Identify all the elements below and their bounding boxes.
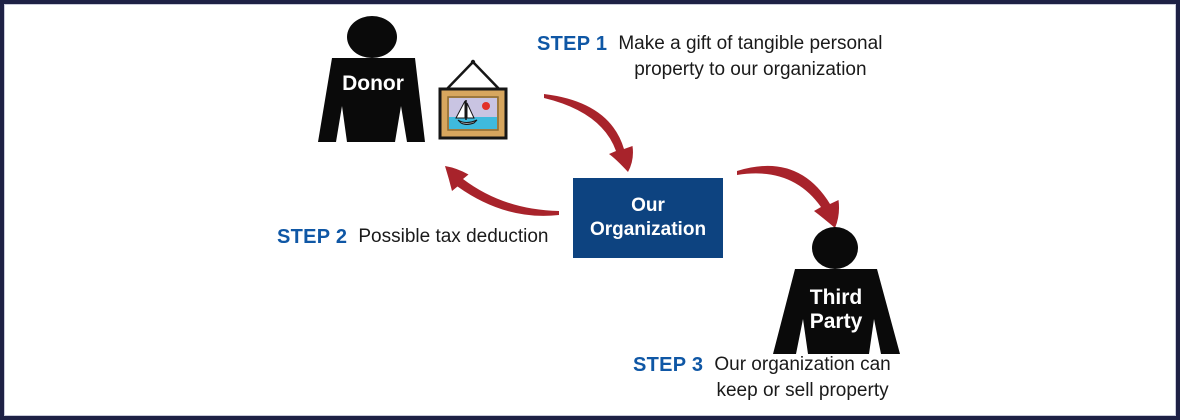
organization-box-line2: Organization [589,219,707,240]
third-party-label-line2: Party [810,310,863,333]
arrow-organization-to-donor-icon [445,166,559,216]
donor-body [318,58,425,142]
step-2-label: STEP 2 [277,226,348,248]
donor-label: Donor [342,72,404,95]
donor-head [347,16,397,58]
third-party-body [773,269,900,354]
step-2: STEP 2 Possible tax deduction [277,224,548,250]
sailboat-hull [457,119,478,125]
step-2-text: Possible tax deduction [358,226,549,247]
step-1-text-line1: Make a gift of tangible personal [618,33,883,54]
third-party-head [812,227,858,269]
step-3-text-line1: Our organization can [714,354,891,375]
step-3-label: STEP 3 [633,354,704,376]
step-1: STEP 1 Make a gift of tangible personal … [537,31,882,83]
step-3-text-line2: keep or sell property [716,380,889,401]
sailboat-jib-sail [466,102,475,119]
step-1-label: STEP 1 [537,33,608,55]
picture-frame-bevel [447,96,499,131]
framed-picture-icon [438,59,508,140]
step-1-text: Make a gift of tangible personal propert… [618,31,882,83]
picture-hook [470,59,476,65]
picture-sky [449,98,497,117]
step-3: STEP 3 Our organization can keep or sell… [633,352,891,404]
arrow-donor-to-organization-icon [544,94,633,172]
step-1-text-line2: property to our organization [634,59,867,80]
step-3-text: Our organization can keep or sell proper… [714,352,890,404]
third-party-label-line1: Third [810,286,863,309]
sailboat-main-sail [455,100,466,119]
picture-hanging-wire [443,61,503,93]
organization-box: Our Organization [573,178,723,258]
arrow-organization-to-third-party-icon [737,165,840,228]
organization-box-line1: Our [631,195,665,216]
third-party-person-icon: Third Party [773,227,900,354]
donor-person-icon: Donor [318,16,425,142]
picture-sun [482,102,490,110]
